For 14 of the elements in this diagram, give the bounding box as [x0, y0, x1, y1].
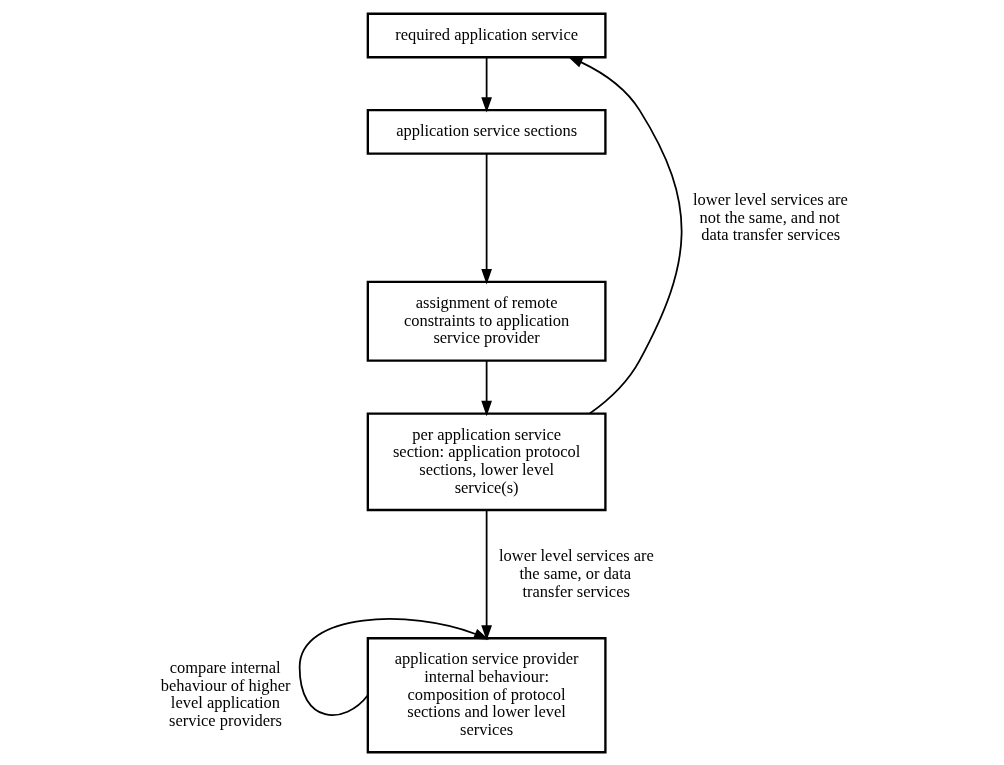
arrow	[480, 56, 492, 113]
edge-label: compare internal behaviour of higher level application service providers	[160, 657, 291, 730]
arrow	[480, 152, 492, 284]
node-box: assignment of remote constraints to application service provider	[366, 280, 607, 362]
edge-label: lower level services are not the same, and not data transfer services	[692, 189, 848, 244]
edge-label: lower level services are the same, or data transfer services	[498, 545, 654, 601]
arrow	[298, 617, 489, 716]
node-box: per application service section: application protocol sections, lower level service(s)	[366, 411, 607, 511]
node-box: application service sections	[366, 108, 607, 155]
arrow	[566, 55, 682, 414]
node-box: required application service	[366, 12, 607, 58]
arrow	[480, 359, 492, 416]
node-box: application service provider internal behaviour: composition of protocol sections and lower level services	[366, 636, 607, 753]
arrow	[480, 508, 492, 640]
